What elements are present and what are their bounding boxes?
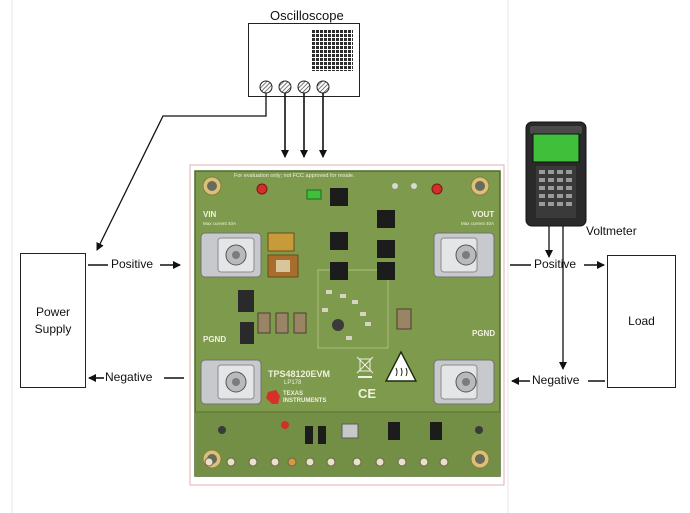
- board-revision: LP178: [284, 380, 302, 386]
- oscilloscope-screen-grid: [311, 29, 353, 71]
- bottom-test-points: [204, 457, 449, 467]
- mosfets: [238, 188, 395, 344]
- hot-surface-warning-icon: [384, 350, 418, 382]
- small-components: [306, 189, 371, 340]
- board-brand-line2: INSTRUMENTS: [283, 398, 327, 404]
- board-fcc-note: For evaluation only; not FCC approved fo…: [234, 173, 355, 179]
- board-vin-label: VIN: [203, 210, 217, 219]
- vin-terminal: [200, 232, 262, 278]
- power-supply-label-line1: Power: [35, 305, 70, 319]
- load-negative-label: Negative: [531, 373, 581, 387]
- scope-probe-wire-to-supply: [96, 93, 267, 251]
- supply-positive-label: Positive: [110, 257, 155, 271]
- pcb-bottom-strip: [195, 412, 500, 476]
- load-positive-label: Positive: [533, 257, 578, 271]
- supply-negative-label: Negative: [104, 370, 154, 384]
- voltmeter-label: Voltmeter: [586, 224, 637, 238]
- board-brand-line1: TEXAS: [283, 391, 304, 397]
- voltmeter-device: [525, 121, 587, 227]
- load-box: [607, 255, 676, 388]
- bottom-strip-components: [218, 421, 483, 444]
- board-max-current-right: Max current 40A: [461, 221, 495, 226]
- power-supply-box: [20, 253, 86, 388]
- pgnd-left-terminal: [200, 359, 262, 405]
- board-model: TPS48120EVM: [268, 369, 331, 379]
- board-max-current-left: Max current 40A: [203, 221, 237, 226]
- board-vout-label: VOUT: [472, 210, 495, 219]
- test-point-leds: [256, 183, 443, 195]
- weee-bin-icon: [356, 356, 374, 378]
- pgnd-right-terminal: [433, 359, 495, 405]
- ti-logo-icon: [266, 390, 280, 404]
- load-label: Load: [628, 314, 655, 328]
- board-pgnd-left: PGND: [203, 335, 227, 344]
- power-supply-label-line2: Supply: [34, 322, 72, 336]
- oscilloscope-label: Oscilloscope: [270, 8, 344, 23]
- input-inductor: [267, 232, 299, 278]
- board-ce-mark: CE: [358, 386, 377, 401]
- capacitors: [257, 308, 412, 334]
- pcb-center-zone: [317, 269, 389, 349]
- mounting-holes: [202, 176, 490, 469]
- pcb-board: [194, 170, 501, 477]
- board-outline: [189, 164, 505, 486]
- vout-terminal: [433, 232, 495, 278]
- board-pgnd-right: PGND: [472, 329, 496, 338]
